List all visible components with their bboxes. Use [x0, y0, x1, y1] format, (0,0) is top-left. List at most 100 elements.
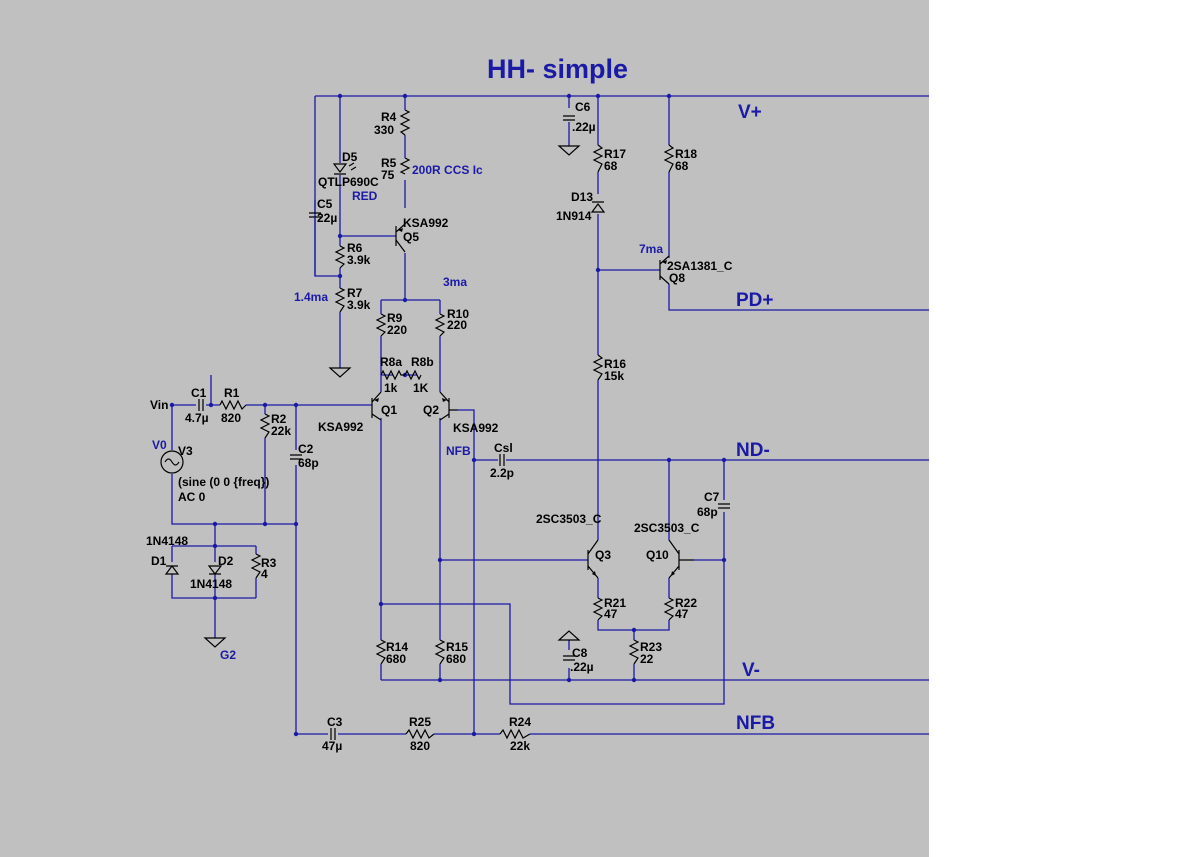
c3-ref: C3: [327, 715, 343, 729]
resistor-r22-symbol: [663, 597, 675, 621]
schematic-title: HH- simple: [487, 54, 628, 84]
r4-ref: R4: [381, 110, 397, 124]
resistor-symbols: [219, 109, 675, 740]
diode-d5-symbol: [332, 163, 348, 175]
v3-ref: V3: [178, 444, 193, 458]
r4-value: 330: [374, 123, 394, 137]
c5-ref: C5: [317, 197, 333, 211]
r5-value: 75: [381, 168, 395, 182]
r25-ref: R25: [409, 715, 431, 729]
r23-value: 22: [640, 652, 654, 666]
resistor-r6-symbol: [334, 245, 346, 269]
q1-ref: Q1: [381, 403, 397, 417]
r16-value: 15k: [604, 369, 624, 383]
resistor-r8a-symbol: [380, 369, 405, 381]
ground-symbol-r7: [328, 367, 352, 378]
c2-value: 68p: [298, 456, 319, 470]
q5-ref: Q5: [403, 230, 419, 244]
annotation-red: RED: [352, 189, 378, 203]
annotation-ccs: 200R CCS Ic: [412, 163, 483, 177]
q2-value: KSA992: [453, 421, 499, 435]
diode-d13-symbol: [590, 201, 606, 213]
annotation-1-4ma: 1.4ma: [294, 290, 328, 304]
resistor-r2-symbol: [259, 413, 271, 439]
r3-ref: R3: [261, 556, 277, 570]
r21-value: 47: [604, 607, 618, 621]
r1-ref: R1: [224, 386, 240, 400]
c6-ref: C6: [575, 100, 591, 114]
capacitor-c3-symbol: [330, 728, 336, 740]
transistor-q5-symbol: [395, 223, 406, 253]
net-nfb-label: NFB: [736, 713, 775, 734]
r6-value: 3.9k: [347, 253, 371, 267]
ground-symbol-c8: [557, 630, 581, 641]
q8-ref: Q8: [669, 271, 685, 285]
resistor-r14-symbol: [375, 639, 387, 665]
c7-ref: C7: [704, 490, 720, 504]
annotation-nfb: NFB: [446, 444, 471, 458]
r8a-value: 1k: [384, 381, 398, 395]
r15-ref: R15: [446, 640, 468, 654]
resistor-r1-symbol: [219, 399, 247, 411]
d5-value: QTLP690C: [318, 175, 379, 189]
resistor-r7-symbol: [334, 287, 346, 313]
transistor-q1-symbol: [371, 391, 382, 421]
resistor-r18-symbol: [663, 144, 675, 173]
r10-value: 220: [447, 318, 467, 332]
resistor-r5-symbol: [399, 157, 411, 175]
resistor-r17-symbol: [592, 144, 604, 173]
d1-ref: D1: [151, 554, 167, 568]
transistor-q3-symbol: [587, 539, 599, 579]
v3-line1: (sine (0 0 {freq}): [178, 475, 269, 489]
capacitor-c8-symbol: [563, 655, 575, 661]
r3-value: 4: [261, 567, 268, 581]
d5-ref: D5: [342, 150, 358, 164]
q2-ref: Q2: [423, 403, 439, 417]
net-vplus-label: V+: [738, 102, 762, 123]
r2-value: 22k: [271, 424, 291, 438]
q10-ref: Q10: [646, 548, 669, 562]
r10-ref: R10: [447, 307, 469, 321]
r17-ref: R17: [604, 147, 626, 161]
capacitor-csl-symbol: [499, 454, 505, 466]
r24-ref: R24: [509, 715, 531, 729]
r2-ref: R2: [271, 412, 287, 426]
r15-value: 680: [446, 652, 466, 666]
wires: [171, 95, 929, 735]
capacitor-c7-symbol: [718, 503, 730, 509]
r14-ref: R14: [386, 640, 408, 654]
capacitor-c1-symbol: [198, 399, 204, 411]
resistor-r9-symbol: [375, 313, 387, 337]
transistor-q10-symbol: [668, 539, 694, 579]
csl-ref: Csl: [494, 441, 513, 455]
resistor-r10-symbol: [434, 313, 446, 337]
r18-value: 68: [675, 159, 689, 173]
r21-ref: R21: [604, 596, 626, 610]
r18-ref: R18: [675, 147, 697, 161]
capacitor-symbols: [198, 115, 730, 740]
net-labels: V+ PD+ ND- V- NFB G2 V0 Vin: [150, 102, 775, 734]
r25-value: 820: [410, 739, 430, 753]
transistor-q8-symbol: [659, 255, 670, 285]
c1-value: 4.7µ: [185, 411, 209, 425]
resistor-r4-symbol: [399, 109, 411, 136]
c1-ref: C1: [191, 386, 207, 400]
c5-value: 22µ: [317, 211, 337, 225]
resistor-r16-symbol: [592, 354, 604, 381]
r8b-ref: R8b: [411, 355, 434, 369]
q3-value: 2SC3503_C: [536, 512, 602, 526]
r22-ref: R22: [675, 596, 697, 610]
ground-symbol-c6: [557, 145, 581, 156]
r8a-ref: R8a: [380, 355, 402, 369]
q1-value: KSA992: [318, 420, 364, 434]
r14-value: 680: [386, 652, 406, 666]
resistor-r25-symbol: [405, 728, 435, 740]
r22-value: 47: [675, 607, 689, 621]
d2-ref: D2: [218, 554, 234, 568]
c3-value: 47µ: [322, 739, 342, 753]
d2-value: 1N4148: [190, 577, 232, 591]
q8-value: 2SA1381_C: [667, 259, 733, 273]
c2-ref: C2: [298, 442, 314, 456]
c8-ref: C8: [572, 646, 588, 660]
net-g2-label: G2: [220, 648, 236, 662]
